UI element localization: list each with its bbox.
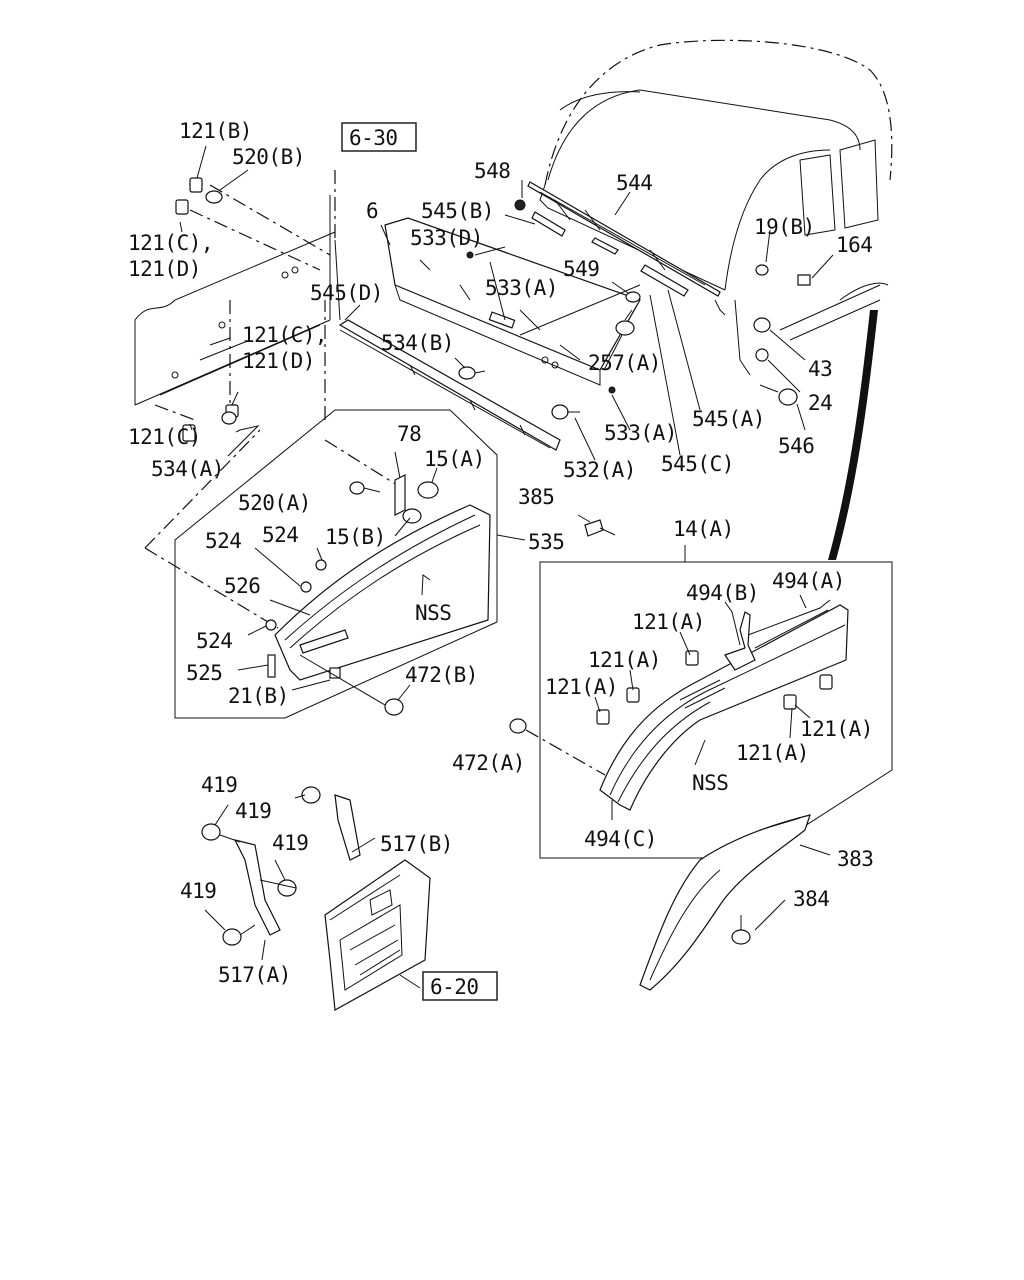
label-532a: 532(A) [563,458,636,482]
label-517a: 517(A) [218,963,291,987]
ref-6-30-label: 6-30 [349,126,398,150]
label-385: 385 [518,485,554,509]
label-121c-mid: 121(C), [242,323,327,347]
label-548: 548 [474,159,510,183]
label-534b: 534(B) [381,331,454,355]
label-546: 546 [778,434,814,458]
label-121a-5: 121(A) [736,741,809,765]
label-383: 383 [837,847,873,871]
label-419-2: 419 [235,799,271,823]
ref-box-6-30 [341,122,417,152]
label-257a: 257(A) [588,351,661,375]
label-419-4: 419 [180,879,216,903]
label-534a: 534(A) [151,457,224,481]
label-545a: 545(A) [692,407,765,431]
ref-6-20-label: 6-20 [430,975,479,999]
label-545b: 545(B) [421,199,494,223]
label-121b-top: 121(B) [179,119,252,143]
upper-fasteners [458,251,811,420]
step-group-14a [509,545,893,859]
label-520a: 520(A) [238,491,311,515]
label-121a-2: 121(A) [588,648,661,672]
step-box-6-20 [324,859,431,1011]
label-164: 164 [836,233,872,257]
label-494a: 494(A) [772,569,845,593]
label-494b: 494(B) [686,581,759,605]
label-525: 525 [186,661,222,685]
label-517b: 517(B) [380,832,453,856]
windshield-trim-544 [514,181,721,297]
step-brackets-517 [201,786,361,946]
ref-box-6-20 [422,971,498,1001]
label-524-b: 524 [205,529,241,553]
label-535: 535 [528,530,564,554]
label-524-c: 524 [196,629,232,653]
label-549: 549 [563,257,599,281]
label-14a: 14(A) [673,517,734,541]
label-nss-right: NSS [692,771,728,795]
part-labels: 121(B) 520(B) 121(C), 121(D) 121(C), 121… [128,119,874,987]
label-6: 6 [366,199,378,223]
clip-385 [584,519,616,537]
label-494c: 494(C) [584,827,657,851]
label-121a-3: 121(A) [545,675,618,699]
label-19b: 19(B) [754,215,815,239]
trim-bar-6 [384,217,641,386]
label-533d: 533(D) [410,226,483,250]
label-121a-4: 121(A) [800,717,873,741]
label-419-3: 419 [272,831,308,855]
label-526: 526 [224,574,260,598]
label-384: 384 [793,887,829,911]
label-533a-top: 533(A) [485,276,558,300]
label-520b: 520(B) [232,145,305,169]
upper-left-panel [134,170,336,442]
label-524-a: 524 [262,523,298,547]
label-419-1: 419 [201,773,237,797]
fender-group-535 [144,300,498,719]
trim-bar-545d [338,319,561,451]
label-544: 544 [616,171,652,195]
label-121c-top: 121(C), [128,231,213,255]
label-472b: 472(B) [405,663,478,687]
label-15b: 15(B) [325,525,386,549]
label-533a-low: 533(A) [604,421,677,445]
label-43: 43 [808,357,832,381]
label-545d: 545(D) [310,281,383,305]
label-24: 24 [808,391,832,415]
label-545c: 545(C) [661,452,734,476]
label-472a: 472(A) [452,751,525,775]
label-nss-left: NSS [415,601,451,625]
label-78: 78 [397,422,421,446]
label-121d-mid: 121(D) [242,349,315,373]
leader-lines [179,145,834,989]
label-15a: 15(A) [424,447,485,471]
mudflap-383 [639,814,811,991]
label-121c-low: 121(C) [128,425,201,449]
label-21b: 21(B) [228,684,289,708]
label-121d-top: 121(D) [128,257,201,281]
label-121a-1: 121(A) [632,610,705,634]
